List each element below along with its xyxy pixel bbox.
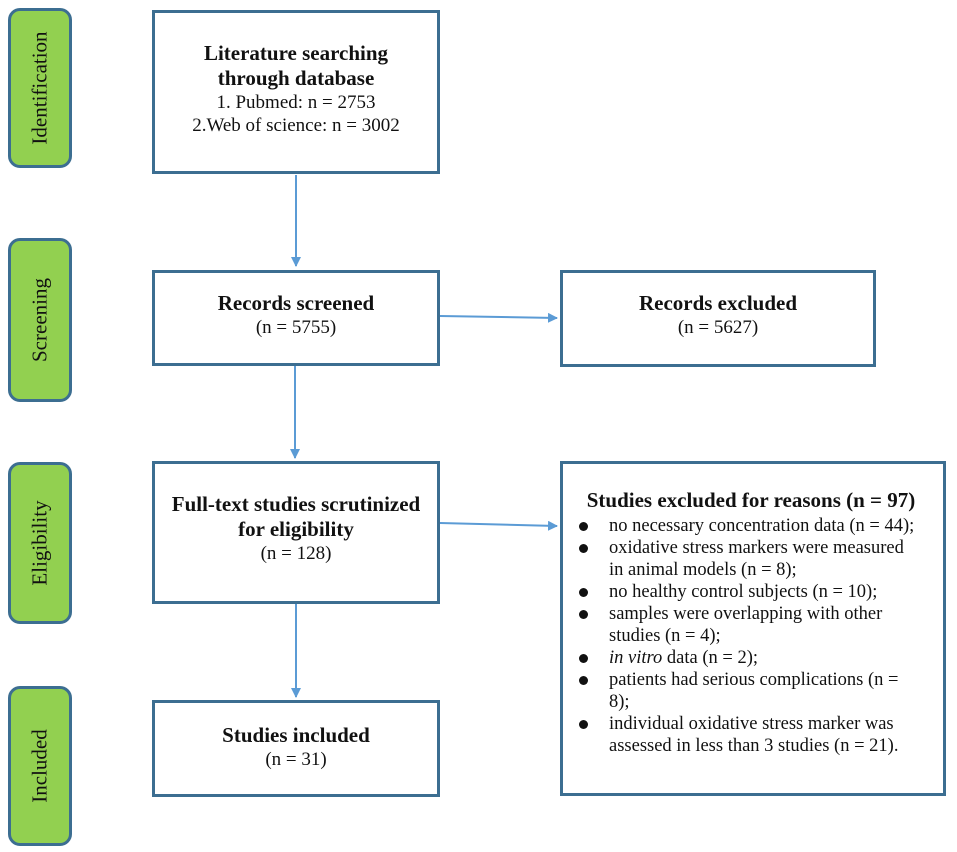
exclusion-reasons-box: Studies excluded for reasons (n = 97) no… <box>560 461 946 796</box>
search-title-line1: Literature searching <box>203 41 389 65</box>
included-count: (n = 31) <box>265 749 327 770</box>
reason-text-cont: in animal models (n = 8); <box>609 560 797 580</box>
reason-text-cont: studies (n = 4); <box>609 626 721 646</box>
fulltext-title-line1: Full-text studies scrutinized <box>171 492 421 516</box>
reason-item: individual oxidative stress marker was a… <box>569 713 933 757</box>
search-title-line2: through database <box>217 66 375 90</box>
reason-item: oxidative stress markers were measured i… <box>569 537 933 581</box>
reason-rest: data (n = 2); <box>662 648 758 668</box>
search-pubmed-count: 1. Pubmed: n = 2753 <box>216 92 376 113</box>
reason-item: no necessary concentration data (n = 44)… <box>569 515 933 537</box>
excluded-count: (n = 5627) <box>677 317 759 338</box>
reasons-list: no necessary concentration data (n = 44)… <box>569 515 933 757</box>
reason-text: patients had serious complications (n = <box>609 670 899 690</box>
stage-identification: Identification <box>8 8 72 168</box>
reason-text: no healthy control subjects (n = 10); <box>609 582 878 602</box>
records-screened-box: Records screened (n = 5755) <box>152 270 440 366</box>
arrow-screened-to-excluded <box>439 312 558 323</box>
reason-item: samples were overlapping with other stud… <box>569 603 933 647</box>
reason-item: no healthy control subjects (n = 10); <box>569 581 933 603</box>
search-wos-count: 2.Web of science: n = 3002 <box>192 115 400 136</box>
reason-text: samples were overlapping with other <box>609 604 883 624</box>
screened-title: Records screened <box>217 291 375 315</box>
literature-search-box: Literature searching through database 1.… <box>152 10 440 174</box>
fulltext-title-line2: for eligibility <box>238 517 354 541</box>
excluded-title: Records excluded <box>638 291 798 315</box>
records-excluded-box: Records excluded (n = 5627) <box>560 270 876 367</box>
reason-text-cont: assessed in less than 3 studies (n = 21)… <box>609 736 899 756</box>
stage-eligibility: Eligibility <box>8 462 72 624</box>
stage-screening: Screening <box>8 238 72 402</box>
studies-included-box: Studies included (n = 31) <box>152 700 440 797</box>
reason-item: patients had serious complications (n = … <box>569 669 933 713</box>
reason-text-cont: 8); <box>609 692 630 712</box>
reason-item: in vitro data (n = 2); <box>569 647 933 669</box>
included-title: Studies included <box>222 723 370 747</box>
reason-text: no necessary concentration data (n = 44)… <box>609 516 915 536</box>
fulltext-box: Full-text studies scrutinized for eligib… <box>152 461 440 604</box>
reason-text: oxidative stress markers were measured <box>609 538 904 558</box>
reason-text: individual oxidative stress marker was <box>609 714 894 734</box>
stage-included: Included <box>8 686 72 846</box>
arrow-fulltext-to-reasons <box>439 520 558 531</box>
reason-italic: in vitro <box>609 648 663 668</box>
screened-count: (n = 5755) <box>255 317 337 338</box>
reasons-title: Studies excluded for reasons (n = 97) <box>586 488 916 512</box>
fulltext-count: (n = 128) <box>260 543 332 564</box>
reason-text: in vitro data (n = 2); <box>609 647 933 669</box>
